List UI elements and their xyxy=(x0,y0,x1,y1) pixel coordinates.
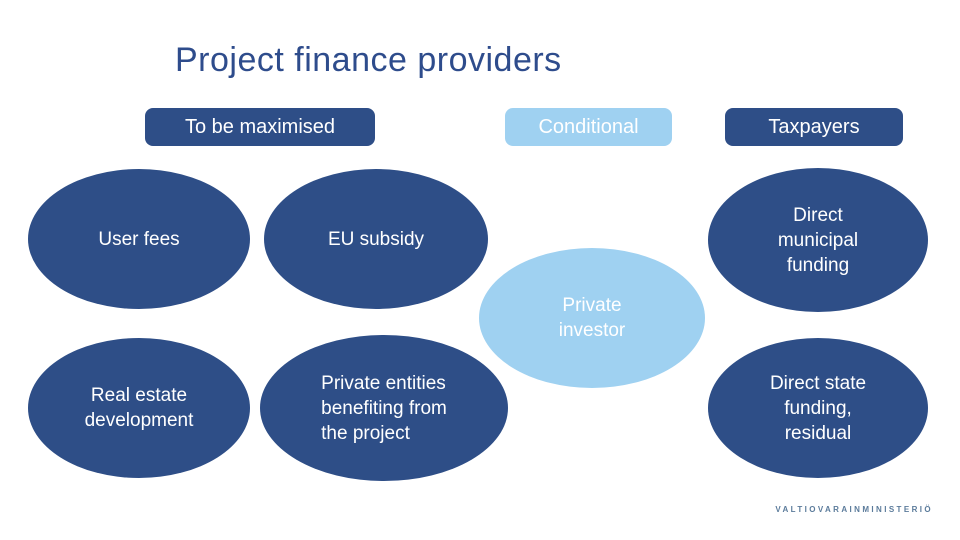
ellipse-label: Private entities benefiting from the pro… xyxy=(321,372,447,444)
ellipse-private-investor: Private investor xyxy=(479,248,705,388)
header-badge-label: Conditional xyxy=(538,115,639,138)
ellipse-label: EU subsidy xyxy=(327,228,425,250)
header-badge-taxpayers: Taxpayers xyxy=(725,108,903,146)
ellipse-label: Real estate development xyxy=(84,385,194,431)
ministry-logo-text: VALTIOVARAINMINISTERIÖ xyxy=(775,505,933,514)
ellipse-label: Direct state funding, residual xyxy=(769,372,867,444)
ellipse-label: User fees xyxy=(98,228,180,250)
ellipse-direct-state-funding: Direct state funding, residual xyxy=(708,338,928,478)
header-badge-conditional: Conditional xyxy=(505,108,672,146)
ellipse-eu-subsidy: EU subsidy xyxy=(264,169,488,309)
ellipse-label: Direct municipal funding xyxy=(777,204,859,276)
ellipse-user-fees: User fees xyxy=(28,169,250,309)
ellipse-private-entities: Private entities benefiting from the pro… xyxy=(260,335,508,481)
header-badge-to-be-maximised: To be maximised xyxy=(145,108,375,146)
header-badge-label: Taxpayers xyxy=(768,115,860,138)
ellipse-label: Private investor xyxy=(558,295,626,341)
page-title: Project finance providers xyxy=(175,41,562,79)
ellipse-real-estate-development: Real estate development xyxy=(28,338,250,478)
header-badge-label: To be maximised xyxy=(184,115,336,138)
ellipse-direct-municipal-funding: Direct municipal funding xyxy=(708,168,928,312)
